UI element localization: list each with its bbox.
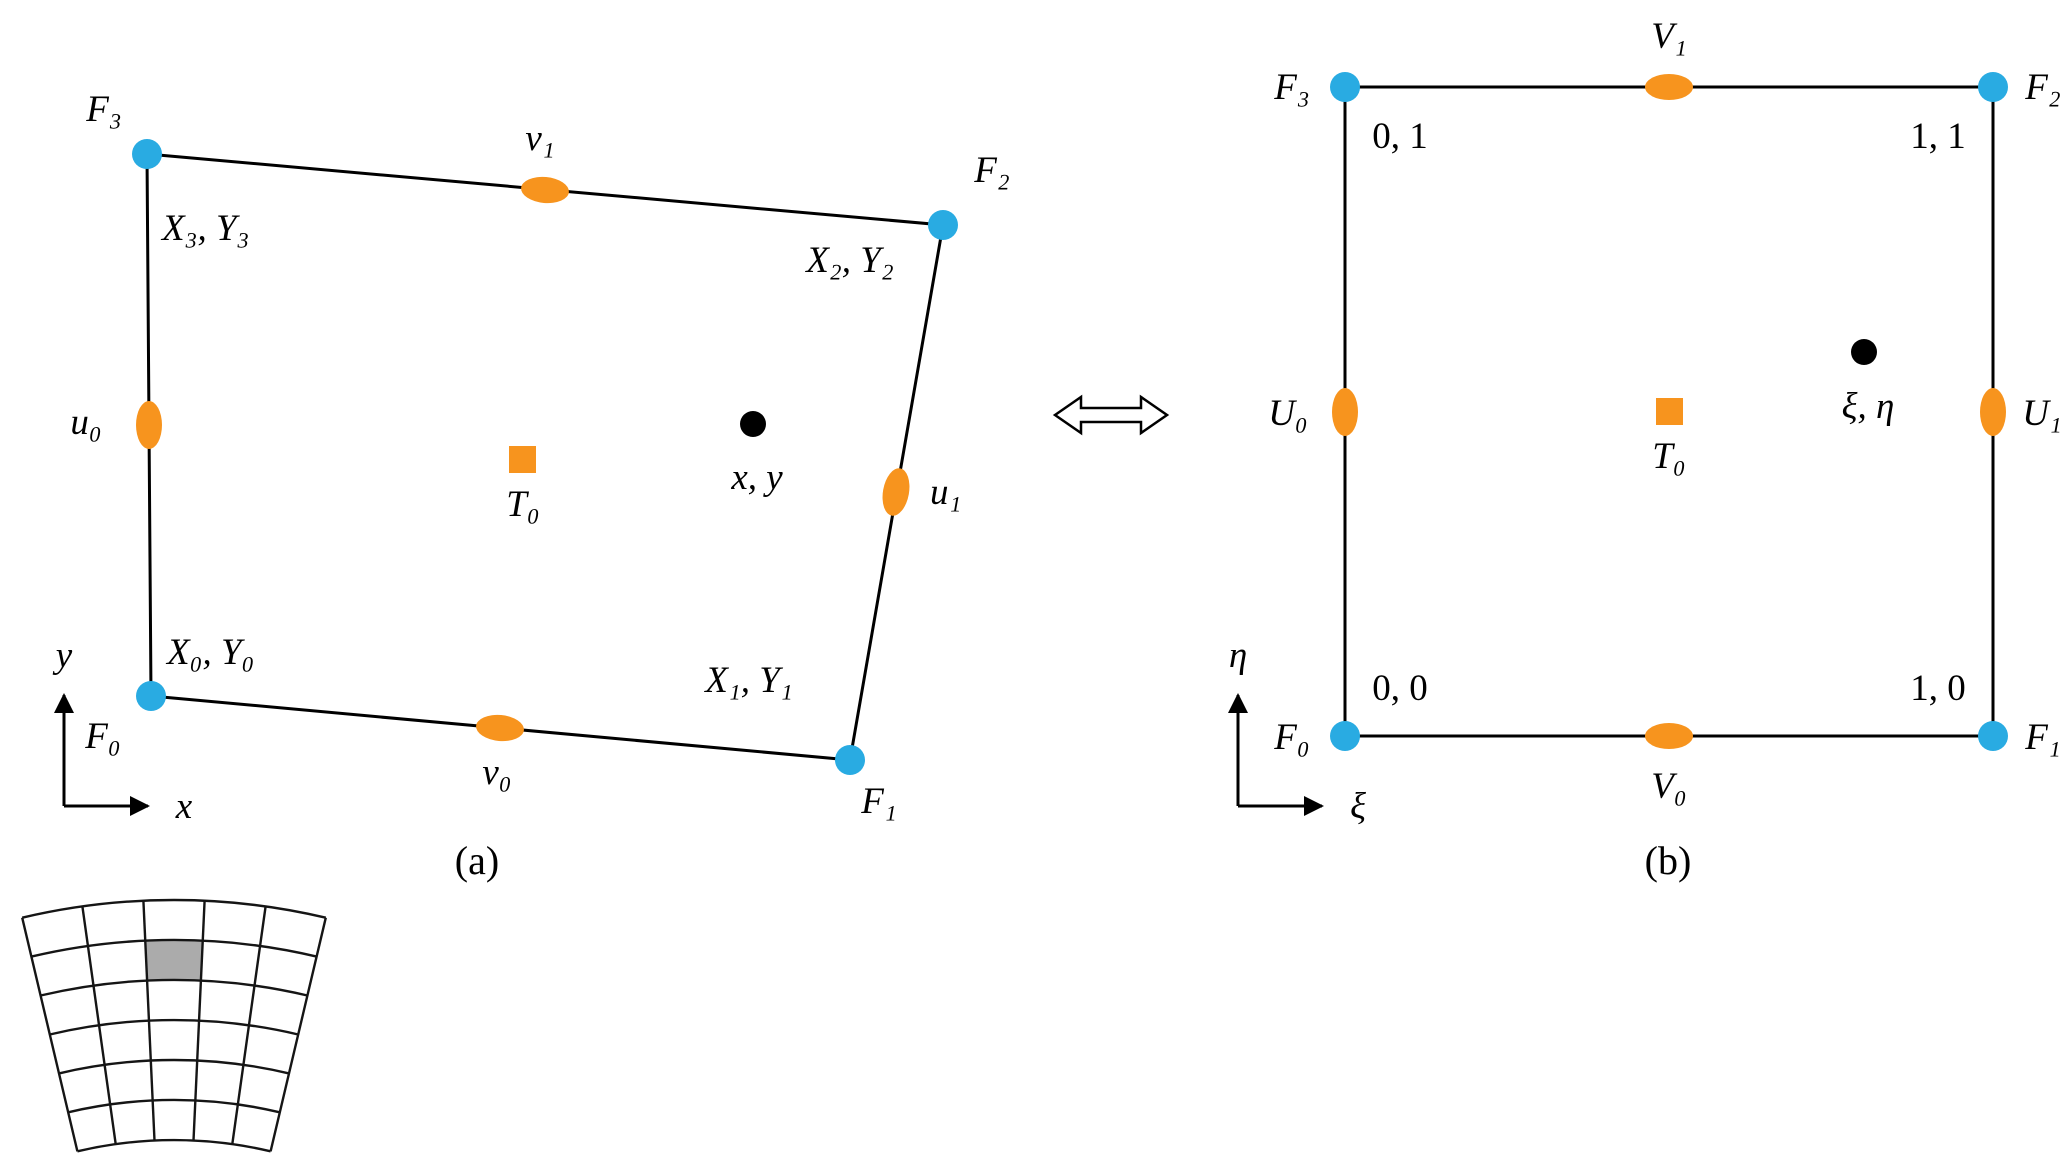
label-sample-point: x, y (730, 457, 783, 498)
label-T0: T₀ (1652, 436, 1685, 477)
label-u0: u₀ (70, 402, 101, 443)
edge-midpoint-V1 (1645, 74, 1693, 100)
caption-a: (a) (455, 838, 499, 883)
mesh-highlighted-cell (145, 940, 203, 981)
eta-axis-label: η (1229, 635, 1247, 676)
label-F2: F₂ (2024, 67, 2060, 108)
panel-a: y x F₃ X₃, Y₃ v₁ F₂ X₂, Y₂ u₀ u₁ T₀ x, y… (52, 89, 1010, 883)
edge-midpoint-U1 (1980, 388, 2006, 436)
mesh-radial-line (142, 900, 156, 1141)
cell-center-marker (509, 446, 536, 473)
corner-node-F3 (132, 139, 162, 169)
label-corner-10: 1, 0 (1910, 668, 1966, 709)
label-V0: V₀ (1651, 766, 1686, 807)
label-F0: F₀ (1273, 717, 1309, 758)
y-axis-label: y (52, 635, 73, 676)
corner-node-F0 (1330, 721, 1360, 751)
mesh-arc (31, 938, 317, 958)
label-u1: u₁ (930, 472, 961, 513)
label-XY0: X₀, Y₀ (165, 632, 254, 673)
label-corner-11: 1, 1 (1910, 116, 1966, 157)
corner-node-F1 (1978, 721, 2008, 751)
corner-node-F0 (136, 681, 166, 711)
label-v1: v₁ (525, 118, 554, 159)
panel-b: η ξ V₁ F₃ F₂ 0, 1 1, 1 U₀ U₁ T₀ ξ, η 0, … (1228, 16, 2062, 883)
sample-point (1851, 339, 1877, 365)
double-arrow-icon (1052, 394, 1170, 436)
label-corner-00: 0, 0 (1372, 668, 1428, 709)
mesh-radial-line (21, 917, 79, 1152)
mesh-thumbnail (21, 898, 327, 1153)
label-sample-point: ξ, η (1842, 386, 1895, 427)
edge-midpoint-u1 (882, 468, 910, 516)
cell-center-marker (1656, 398, 1683, 425)
label-XY2: X₂, Y₂ (804, 240, 893, 281)
label-F3: F₃ (1273, 67, 1309, 108)
mesh-arc (58, 1058, 290, 1075)
caption-b: (b) (1645, 838, 1692, 883)
corner-node-F2 (928, 210, 958, 240)
label-F2: F₂ (973, 150, 1009, 191)
mesh-arc (40, 978, 308, 997)
mesh-radial-line (192, 900, 206, 1141)
mesh-arc (67, 1098, 281, 1114)
label-U0: U₀ (1268, 393, 1308, 434)
label-v0: v₀ (482, 752, 511, 793)
label-F1: F₁ (2024, 717, 2060, 758)
label-corner-01: 0, 1 (1372, 116, 1428, 157)
label-T0: T₀ (506, 484, 539, 525)
label-XY1: X₁, Y₁ (703, 660, 792, 701)
mesh-radial-line (269, 917, 327, 1152)
mesh-arc (49, 1018, 299, 1036)
corner-node-F2 (1978, 72, 2008, 102)
label-XY3: X₃, Y₃ (160, 208, 249, 249)
label-F1: F₁ (860, 781, 896, 822)
label-V1: V₁ (1651, 16, 1686, 57)
sample-point (740, 411, 766, 437)
mesh-radial-line (81, 906, 117, 1145)
mesh-arc (77, 1138, 271, 1153)
corner-node-F1 (835, 745, 865, 775)
label-U1: U₁ (2022, 393, 2062, 434)
edge-midpoint-V0 (1645, 723, 1693, 749)
label-F0: F₀ (84, 716, 120, 757)
xi-axis-label: ξ (1350, 786, 1366, 827)
label-F3: F₃ (85, 89, 121, 130)
equivalence-arrow (1052, 394, 1170, 436)
mesh-radial-line (231, 906, 267, 1145)
edge-midpoint-v1 (521, 176, 569, 204)
corner-node-F3 (1330, 72, 1360, 102)
edge-midpoint-v0 (476, 714, 524, 742)
mesh-arc (21, 898, 327, 919)
edge-midpoint-u0 (136, 401, 162, 449)
edge-midpoint-U0 (1332, 388, 1358, 436)
x-axis-label: x (175, 786, 193, 827)
